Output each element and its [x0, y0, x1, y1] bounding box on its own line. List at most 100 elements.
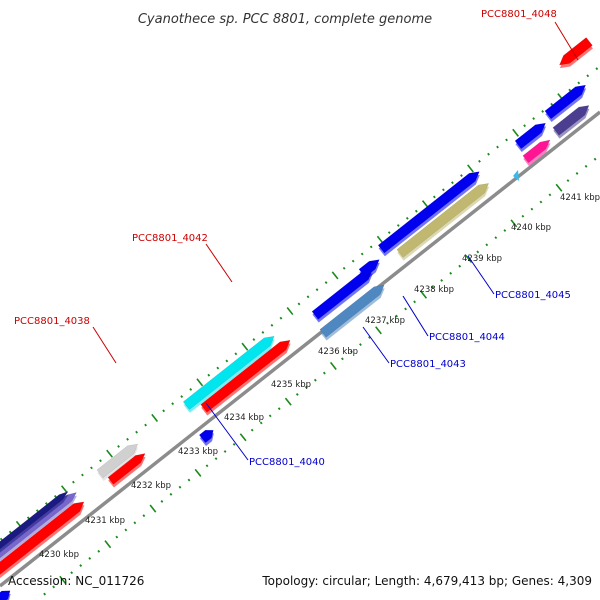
gene-arrow-slate[interactable]	[552, 105, 590, 136]
inner-track-dot	[359, 343, 362, 346]
inner-track-dot	[313, 378, 317, 382]
inner-track-dot	[52, 585, 56, 589]
inner-track-major-tick	[104, 540, 112, 549]
outer-track-major-tick	[376, 235, 384, 244]
outer-track-dot	[342, 266, 346, 270]
tick-label: 4240 kbp	[511, 223, 551, 233]
outer-track-major-tick	[286, 307, 294, 316]
inner-track-dot	[566, 179, 570, 183]
inner-track-dot	[88, 557, 92, 560]
outer-track-dot	[577, 81, 581, 85]
inner-track-dot	[70, 571, 74, 575]
inner-track-dot	[458, 264, 462, 268]
gene-arrow-4044[interactable]	[358, 259, 380, 278]
tick-label: 4233 kbp	[178, 447, 218, 457]
outer-track-dot	[234, 352, 238, 356]
inner-track-major-tick	[59, 575, 67, 584]
inner-track-dot	[485, 243, 489, 247]
inner-track-dot	[575, 172, 579, 175]
outer-track-dot	[460, 174, 463, 178]
outer-track-dot	[44, 502, 48, 505]
genome-summary-text: Topology: circular; Length: 4,679,413 bp…	[261, 574, 592, 588]
inner-track-dot	[521, 214, 525, 218]
gene-arrow-4048[interactable]	[559, 37, 593, 66]
outer-track-dot	[117, 445, 120, 448]
gene-arrow-red[interactable]	[0, 501, 85, 579]
inner-track-dot	[43, 592, 47, 596]
outer-track-dot	[387, 231, 391, 235]
gene-label-4045[interactable]: PCC8801_4045	[495, 290, 571, 301]
inner-track-dot	[187, 478, 191, 482]
outer-track-dot	[432, 195, 436, 199]
inner-track-dot	[503, 229, 507, 232]
leader-line-4044	[402, 295, 429, 337]
gene-arrow-4042-red[interactable]	[200, 339, 291, 413]
gene-arrow-navy[interactable]	[0, 490, 69, 565]
inner-track-major-tick	[465, 255, 473, 264]
outer-track-dot	[99, 459, 102, 463]
gene-features	[0, 37, 593, 600]
inner-track-dot	[79, 564, 83, 567]
inner-track-dot	[295, 393, 299, 396]
outer-track-dot	[207, 373, 211, 377]
gene-label-4043[interactable]: PCC8801_4043	[390, 359, 466, 370]
gene-arrow-blue[interactable]	[0, 590, 11, 600]
tick-label: 4236 kbp	[318, 347, 358, 357]
outer-track-dot	[414, 209, 418, 213]
outer-track-dot	[306, 295, 310, 299]
gene-arrow-magenta[interactable]	[522, 139, 551, 164]
outer-track-dot	[442, 188, 445, 192]
inner-track-dot	[178, 485, 182, 489]
inner-track-dot	[530, 207, 534, 211]
gene-arrow-4042-cyan[interactable]	[182, 335, 275, 410]
gene-arrow-4040[interactable]	[198, 429, 214, 444]
gene-arrow-4038-gray[interactable]	[96, 443, 139, 479]
outer-track-dot	[523, 124, 526, 128]
gene-label-4040[interactable]: PCC8801_4040	[249, 457, 325, 468]
outer-track-major-tick	[106, 449, 113, 458]
inner-track-dot	[395, 314, 398, 318]
gene-arrow-blue-upper[interactable]	[377, 171, 480, 254]
tick-label: 4230 kbp	[39, 550, 79, 560]
inner-track-dot	[259, 421, 263, 425]
outer-track-dot	[53, 494, 57, 498]
gene-marker-skyblue[interactable]	[513, 170, 519, 181]
leader-line-4045	[467, 255, 495, 295]
gene-label-4042[interactable]: PCC8801_4042	[132, 233, 208, 244]
gene-arrow-4045[interactable]	[396, 183, 490, 258]
gene-arrow-blue-right[interactable]	[514, 122, 546, 150]
outer-track-dot	[351, 259, 355, 263]
map-title: Cyanothece sp. PCC 8801, complete genome	[138, 12, 432, 27]
inner-track-dot	[322, 371, 326, 375]
gene-label-4048[interactable]: PCC8801_4048	[481, 9, 557, 20]
leader-line-4048	[554, 21, 579, 61]
outer-track-dot	[72, 480, 75, 484]
gene-arrow-blue-edge[interactable]	[544, 84, 587, 120]
inner-track-major-tick	[149, 504, 157, 513]
inner-track-dot	[413, 300, 416, 304]
outer-track-dot	[541, 110, 545, 113]
outer-track-dot	[478, 159, 481, 163]
outer-track-dot	[532, 117, 536, 120]
accession-text: Accession: NC_011726	[8, 574, 144, 588]
inner-track-dot	[223, 450, 227, 453]
outer-track-dot	[360, 252, 364, 256]
inner-track-dot	[124, 528, 128, 532]
gene-label-4044[interactable]: PCC8801_4044	[429, 332, 505, 343]
tick-label: 4235 kbp	[271, 380, 311, 390]
outer-track-dot	[162, 409, 166, 413]
outer-track-dot	[26, 516, 30, 520]
outer-track-dot	[324, 281, 328, 284]
outer-track-dot	[216, 366, 220, 370]
gene-label-4038[interactable]: PCC8801_4038	[14, 316, 90, 327]
outer-track-major-tick	[241, 342, 249, 351]
gene-arrow-4043[interactable]	[319, 284, 385, 338]
inner-track-dot	[593, 157, 597, 161]
inner-track-dot	[431, 286, 435, 289]
outer-track-dot	[297, 302, 301, 306]
inner-track-major-tick	[329, 361, 337, 370]
inner-track-dot	[386, 321, 389, 325]
inner-track-dot	[169, 492, 173, 496]
outer-track-dot	[405, 216, 409, 220]
